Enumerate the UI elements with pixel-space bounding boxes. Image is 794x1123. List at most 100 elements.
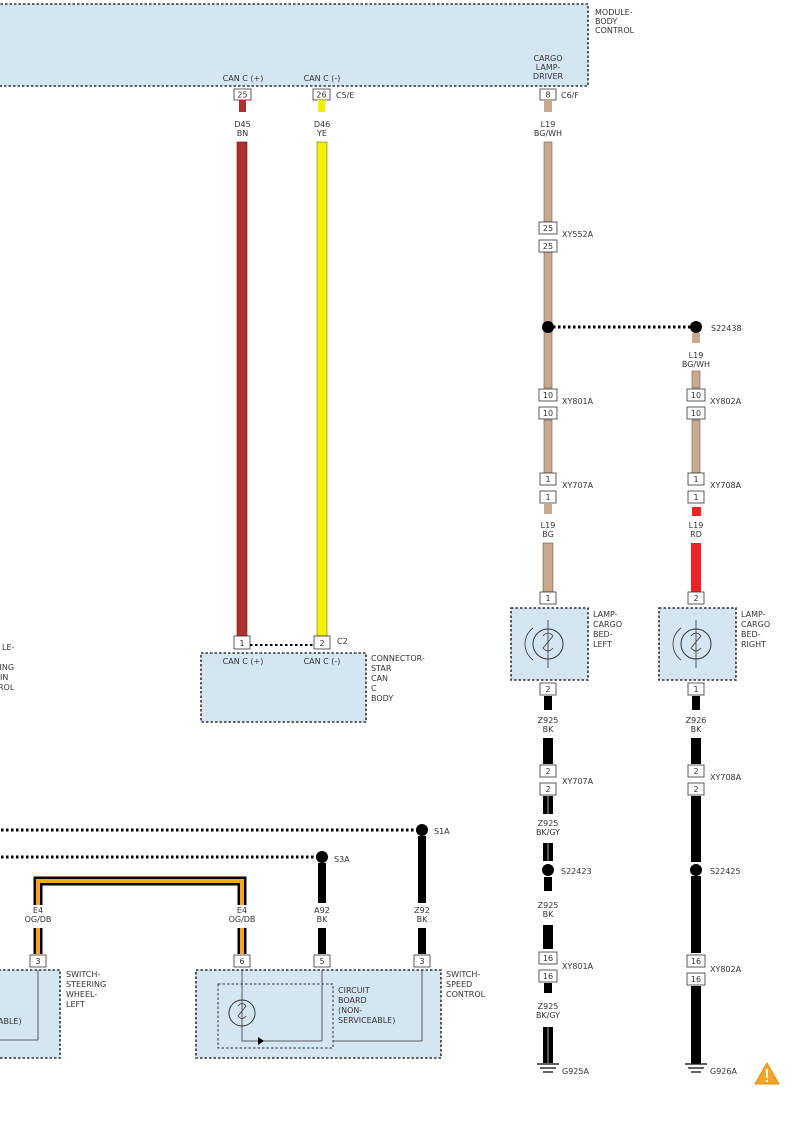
xy708a-upper-pin-bottom: 1 xyxy=(693,493,698,502)
wire-l19-right-circuit: L19 xyxy=(689,351,704,360)
lamp-left-pin-1: 1 xyxy=(545,594,550,603)
warning-icon[interactable] xyxy=(754,1062,780,1085)
steering-pin-3: 3 xyxy=(35,957,40,966)
lamp-icon xyxy=(524,620,564,668)
cargo-driver-label-1: CARGO xyxy=(533,54,562,63)
pin-26: 26 xyxy=(316,91,326,100)
wire-l19-rd-color: RD xyxy=(690,530,702,539)
wire-e4-right-color: OG/DB xyxy=(229,915,256,924)
connector-star-can-c-body: 1 2 C2 CAN C (+) CAN C (-) CONNECTOR- ST… xyxy=(200,635,425,723)
xy708a-lower-pin-bottom: 2 xyxy=(693,785,698,794)
switch-steering-wheel-left: 3 ABLE) SWITCH- STEERING WHEEL- LEFT xyxy=(0,954,106,1059)
xy802a-label: XY802A xyxy=(710,397,742,406)
xy708a-upper-label: XY708A xyxy=(710,481,742,490)
wire-z926-bk-color: BK xyxy=(691,725,702,734)
lamp-right-pin-2: 2 xyxy=(693,594,698,603)
star-pin-2: 2 xyxy=(319,639,324,648)
splice-s3a: S3A xyxy=(0,851,350,864)
xy802a-lower-label: XY802A xyxy=(710,965,742,974)
connector-xy708a-upper: 1 1 XY708A xyxy=(687,472,742,504)
star-can-c-plus: CAN C (+) xyxy=(223,657,264,666)
lamp-right-label-3: BED- xyxy=(741,630,761,639)
speed-pin-5: 5 xyxy=(319,957,324,966)
xy707a-upper-pin-top: 1 xyxy=(545,475,550,484)
xy707a-lower-pin-top: 2 xyxy=(545,767,550,776)
wire-z925-bk-color: BK xyxy=(543,725,554,734)
xy801a-pin-top: 10 xyxy=(543,391,553,400)
xy708a-lower-pin-top: 2 xyxy=(693,767,698,776)
wire-l19-rd: L19 RD xyxy=(689,507,703,592)
splice-s1a: S1A xyxy=(0,824,450,836)
wire-e4-right-circuit: E4 xyxy=(237,906,247,915)
xy801a-lower-label: XY801A xyxy=(562,962,594,971)
partial-left-label-3: IN xyxy=(0,673,8,682)
connector-xy802a: 10 10 XY802A xyxy=(686,388,742,420)
connector-c5e: C5/E xyxy=(336,91,354,100)
wire-e4-left-color: OG/DB xyxy=(25,915,52,924)
wire-z926-chain: Z926 BK 2 2 XY708A S22425 16 16 XY802A xyxy=(686,696,742,1064)
steering-label-3: WHEEL- xyxy=(66,990,97,999)
lamp-cargo-bed-right: 2 1 LAMP- CARGO BED- RIGHT xyxy=(658,591,770,696)
speed-label-1: SWITCH- xyxy=(446,970,480,979)
splice-s22425-label: S22425 xyxy=(710,867,741,876)
cargo-driver-label-3: DRIVER xyxy=(533,72,564,81)
circuit-board-label-1: CIRCUIT xyxy=(338,986,370,995)
wire-l19-bg-color: BG xyxy=(542,530,554,539)
xy552a-pin-top: 25 xyxy=(543,224,553,233)
wire-z925-bkgy2-circuit: Z925 xyxy=(538,1002,559,1011)
circuit-board-label-4: SERVICEABLE) xyxy=(338,1016,395,1025)
wire-z925-bk2-circuit: Z925 xyxy=(538,901,559,910)
wire-d45: D45 BN xyxy=(234,100,251,637)
star-label-4: C xyxy=(371,684,377,693)
xy801a-pin-bottom: 10 xyxy=(543,409,553,418)
wire-l19-bg-circuit: L19 xyxy=(541,521,556,530)
xy552a-label: XY552A xyxy=(562,230,594,239)
body-control-label-3: CONTROL xyxy=(595,26,635,35)
star-label-3: CAN xyxy=(371,674,388,683)
wire-d46-color: YE xyxy=(316,129,327,138)
wire-z926-bk-circuit: Z926 xyxy=(686,716,707,725)
wire-l19-bgwh-color: BG/WH xyxy=(534,129,562,138)
xy707a-upper-label: XY707A xyxy=(562,481,594,490)
can-c-plus-label: CAN C (+) xyxy=(223,74,264,83)
cargo-driver-label-2: LAMP- xyxy=(536,63,561,72)
xy707a-upper-pin-bottom: 1 xyxy=(545,493,550,502)
xy707a-lower-pin-bottom: 2 xyxy=(545,785,550,794)
star-label-1: CONNECTOR- xyxy=(371,654,425,663)
can-c-minus-label: CAN C (-) xyxy=(304,74,341,83)
wire-d45-color: BN xyxy=(237,129,248,138)
lamp-right-label-2: CARGO xyxy=(741,620,770,629)
ground-g926a-label: G926A xyxy=(710,1067,737,1076)
bcm-connector-pins: 25 26 C5/E 8 C6/F xyxy=(233,88,579,101)
circuit-board-label-2: BOARD xyxy=(338,996,367,1005)
wire-z92: Z92 BK xyxy=(414,836,430,954)
star-label-5: BODY xyxy=(371,694,393,703)
module-body-control: MODULE- BODY CONTROL CAN C (+) CAN C (-)… xyxy=(0,3,635,87)
xy552a-pin-bottom: 25 xyxy=(543,242,553,251)
steering-label-1: SWITCH- xyxy=(66,970,100,979)
splice-s22438-label: S22438 xyxy=(711,324,742,333)
partial-left-label-2: RING xyxy=(0,663,14,672)
wire-z925-bkgy2-color: BK/GY xyxy=(536,1011,560,1020)
connector-c6f: C6/F xyxy=(561,91,579,100)
lamp-left-label-4: LEFT xyxy=(593,640,612,649)
circuit-board-label-3: (NON- xyxy=(338,1006,362,1015)
xy801a-lower-pin-top: 16 xyxy=(543,954,553,963)
lamp-right-label-1: LAMP- xyxy=(741,610,766,619)
xy708a-upper-pin-top: 1 xyxy=(693,475,698,484)
wire-z925-bkgy-circuit: Z925 xyxy=(538,819,559,828)
xy801a-lower-pin-bottom: 16 xyxy=(543,972,553,981)
star-pin-1: 1 xyxy=(239,639,244,648)
wire-d46: D46 YE xyxy=(314,100,330,637)
steering-label-4: LEFT xyxy=(66,1000,85,1009)
pin-8: 8 xyxy=(545,91,550,100)
ground-icon: G926A xyxy=(685,1063,737,1076)
wire-z925-chain: Z925 BK 2 2 XY707A Z925 BK/GY S22423 Z92… xyxy=(536,696,594,1063)
speed-label-3: CONTROL xyxy=(446,990,486,999)
lamp-icon xyxy=(228,994,256,1032)
wire-l19-bgwh-right: L19 BG/WH xyxy=(682,333,710,474)
splice-s1a-label: S1A xyxy=(434,827,450,836)
wire-e4-left-circuit: E4 xyxy=(33,906,43,915)
lamp-right-label-4: RIGHT xyxy=(741,640,766,649)
